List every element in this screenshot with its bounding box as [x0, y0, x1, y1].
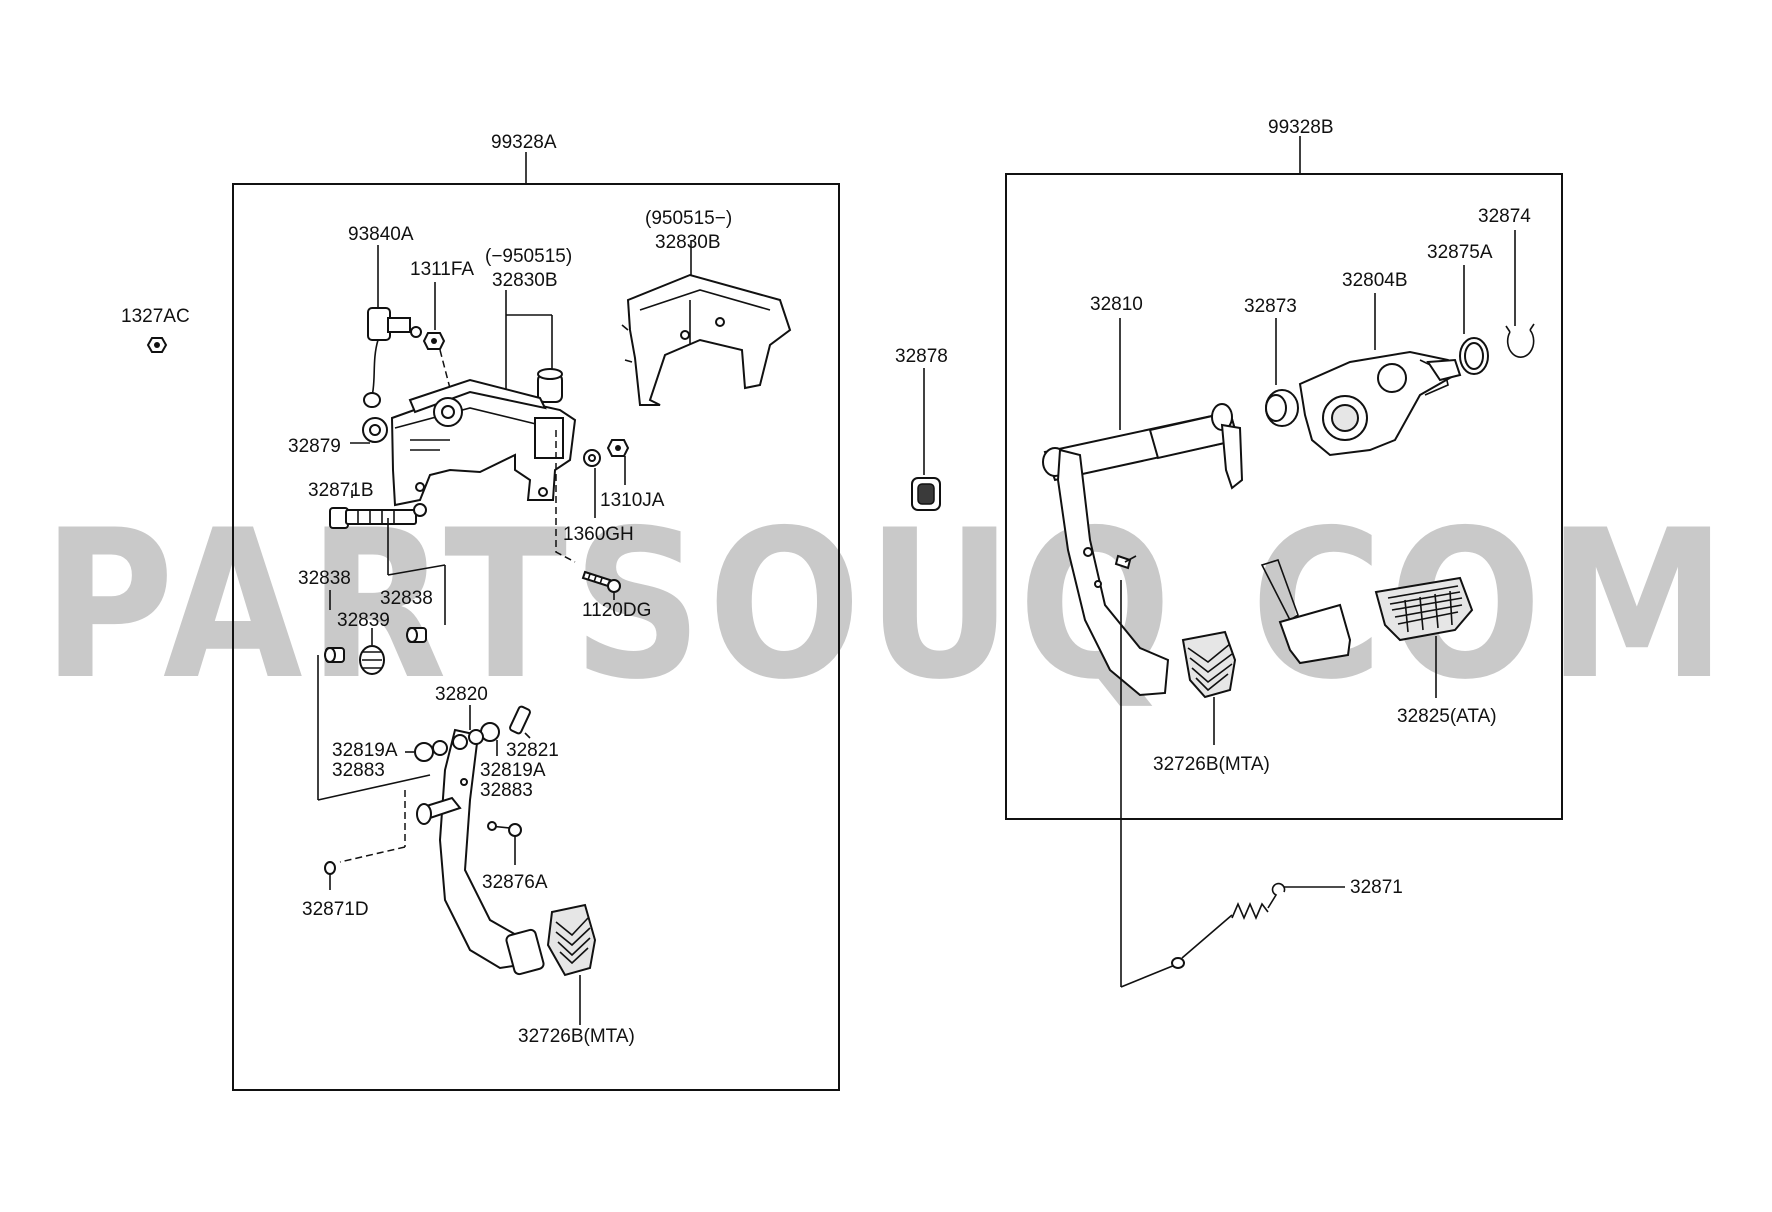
- nut-1311FA-part: [422, 282, 453, 397]
- callout-32820[interactable]: 32820: [435, 684, 488, 705]
- callout-32878[interactable]: 32878: [895, 346, 948, 367]
- ring-32875A-part: [1459, 265, 1489, 375]
- bracket-32830B-new-part: [621, 240, 792, 406]
- callout-1310JA[interactable]: 1310JA: [600, 490, 665, 511]
- bushing-32819A-b-part: [468, 722, 500, 756]
- washer-1360GH-part: [583, 449, 601, 518]
- callout-99328A[interactable]: 99328A: [491, 132, 557, 153]
- callout-32876A[interactable]: 32876A: [482, 872, 548, 893]
- assembly-frame-right: [1005, 136, 1563, 820]
- callout-1327AC[interactable]: 1327AC: [121, 306, 190, 327]
- stopper-32878-part: [911, 368, 941, 511]
- callout-32726B-left[interactable]: 32726B(MTA): [518, 1026, 635, 1047]
- snap-ring-32874-part: [1505, 230, 1535, 358]
- callout-32726B-right[interactable]: 32726B(MTA): [1153, 754, 1270, 775]
- callout-32819A-b[interactable]: 32819A: [480, 760, 546, 781]
- pedal-pad-brake-part: [1260, 559, 1352, 665]
- callout-32819A-a[interactable]: 32819A: [332, 740, 398, 761]
- spring-32871-part: [1120, 580, 1345, 988]
- callout-32874[interactable]: 32874: [1478, 206, 1531, 227]
- bolt-32871B-part: [329, 490, 427, 529]
- clip-32871D-part: [324, 861, 336, 890]
- callout-32839[interactable]: 32839: [337, 610, 390, 631]
- callout-32871[interactable]: 32871: [1350, 877, 1403, 898]
- assembly-frame-left: [232, 152, 840, 1091]
- bracket-32804B-part: [1298, 293, 1462, 457]
- callout-32825[interactable]: 32825(ATA): [1397, 706, 1497, 727]
- pedal-arm-32810-part: [1042, 318, 1244, 697]
- callout-32879[interactable]: 32879: [288, 436, 341, 457]
- callout-32830B-a[interactable]: 32830B: [492, 270, 558, 291]
- bushing-32838-part: [324, 627, 427, 663]
- callout-32821[interactable]: 32821: [506, 740, 559, 761]
- nut-1327AC-part: [146, 337, 168, 353]
- callout-950515-before[interactable]: (−950515): [485, 246, 572, 267]
- callout-1360GH[interactable]: 1360GH: [563, 524, 634, 545]
- pedal-arm-32820-part: [416, 705, 545, 976]
- callout-32883-b[interactable]: 32883: [480, 780, 533, 801]
- screw-1120DG-part: [581, 570, 621, 600]
- bushing-32873-part: [1265, 318, 1299, 427]
- callout-32838-a[interactable]: 32838: [298, 568, 351, 589]
- callout-950515-after[interactable]: (950515−): [645, 208, 732, 229]
- callout-1311FA[interactable]: 1311FA: [410, 259, 474, 280]
- pedal-pad-32726B-right-part: [1181, 630, 1237, 745]
- callout-32871B[interactable]: 32871B: [308, 480, 374, 501]
- pedal-pad-32726B-left-part: [546, 903, 597, 1025]
- callout-99328B[interactable]: 99328B: [1268, 117, 1334, 138]
- pedal-bracket-part: [390, 378, 577, 563]
- pin-32821-part: [509, 705, 531, 739]
- watermark: PARTSOUQ.COM: [42, 487, 1732, 725]
- callout-32838-b[interactable]: 32838: [380, 588, 433, 609]
- pedal-pad-32825-part: [1374, 576, 1474, 698]
- dashed-guide-left: [317, 655, 431, 863]
- spring-32839-part: [359, 628, 385, 675]
- callout-32871D[interactable]: 32871D: [302, 899, 369, 920]
- nut-1310JA-part: [606, 439, 630, 485]
- callout-1120DG[interactable]: 1120DG: [582, 600, 651, 621]
- bracket-lines-32838: [329, 518, 446, 625]
- callout-93840A[interactable]: 93840A: [348, 224, 414, 245]
- callout-32883-a[interactable]: 32883: [332, 760, 385, 781]
- callout-32804B[interactable]: 32804B: [1342, 270, 1408, 291]
- callout-32875A[interactable]: 32875A: [1427, 242, 1493, 263]
- callout-32830B-b[interactable]: 32830B: [655, 232, 721, 253]
- stopper-32879-part: [350, 417, 388, 444]
- switch-93840A-part: [363, 245, 422, 408]
- bolt-32876A-part: [487, 821, 522, 865]
- bushing-32819A-a-part: [405, 740, 448, 762]
- callout-32810[interactable]: 32810: [1090, 294, 1143, 315]
- callout-32873[interactable]: 32873: [1244, 296, 1297, 317]
- bushing-32830B-part: [505, 290, 563, 412]
